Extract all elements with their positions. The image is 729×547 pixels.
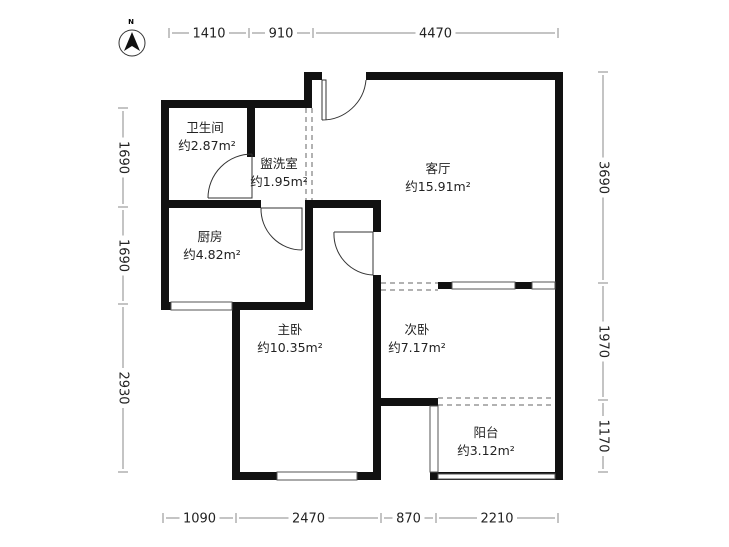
dimension-label: 2210 (480, 512, 513, 527)
room-name: 盥洗室 (260, 156, 298, 171)
room-name: 主卧 (277, 322, 302, 337)
bathroom-door-icon (207, 153, 253, 199)
room-area: 约7.17m² (388, 340, 446, 355)
dimension-label: 1410 (192, 27, 225, 42)
room-area: 约1.95m² (250, 174, 308, 189)
room-area: 约2.87m² (178, 138, 236, 153)
dimension-label: 1170 (596, 419, 611, 452)
room-name: 卫生间 (186, 120, 224, 135)
open-boundaries (305, 108, 555, 406)
windows (170, 281, 556, 481)
dimension-label: 870 (396, 512, 421, 527)
dimension-label: 4470 (419, 27, 452, 42)
room-name: 厨房 (197, 229, 222, 244)
dimension-label: 1690 (116, 141, 131, 174)
dimension-label: 1090 (183, 512, 216, 527)
room-name: 客厅 (425, 161, 450, 176)
room-labels: 卫生间 约2.87m² 盥洗室 约1.95m² 厨房 约4.82m² 客厅 约1… (178, 120, 515, 458)
dimension-label: 1970 (596, 325, 611, 358)
dimension-label: 3690 (596, 161, 611, 194)
room-area: 约4.82m² (183, 247, 241, 262)
entry-door-icon (321, 79, 367, 121)
compass-label: N (128, 18, 134, 26)
room-area: 约15.91m² (405, 179, 470, 194)
doors (207, 79, 374, 276)
walls (161, 72, 563, 480)
compass-icon: N (118, 18, 146, 57)
dimension-label: 2470 (292, 512, 325, 527)
kitchen-door-icon (260, 207, 303, 251)
room-area: 约3.12m² (457, 443, 515, 458)
dimension-label: 2930 (116, 371, 131, 404)
room-name: 次卧 (404, 322, 429, 337)
bedroom-door-icon (333, 231, 374, 276)
dimension-label: 910 (269, 27, 294, 42)
dimension-lines: 1410 910 4470 1090 2470 870 2210 1690 1690 2930 36… (116, 27, 611, 527)
room-area: 约10.35m² (257, 340, 322, 355)
room-name: 阳台 (473, 425, 498, 440)
dimension-label: 1690 (116, 239, 131, 272)
